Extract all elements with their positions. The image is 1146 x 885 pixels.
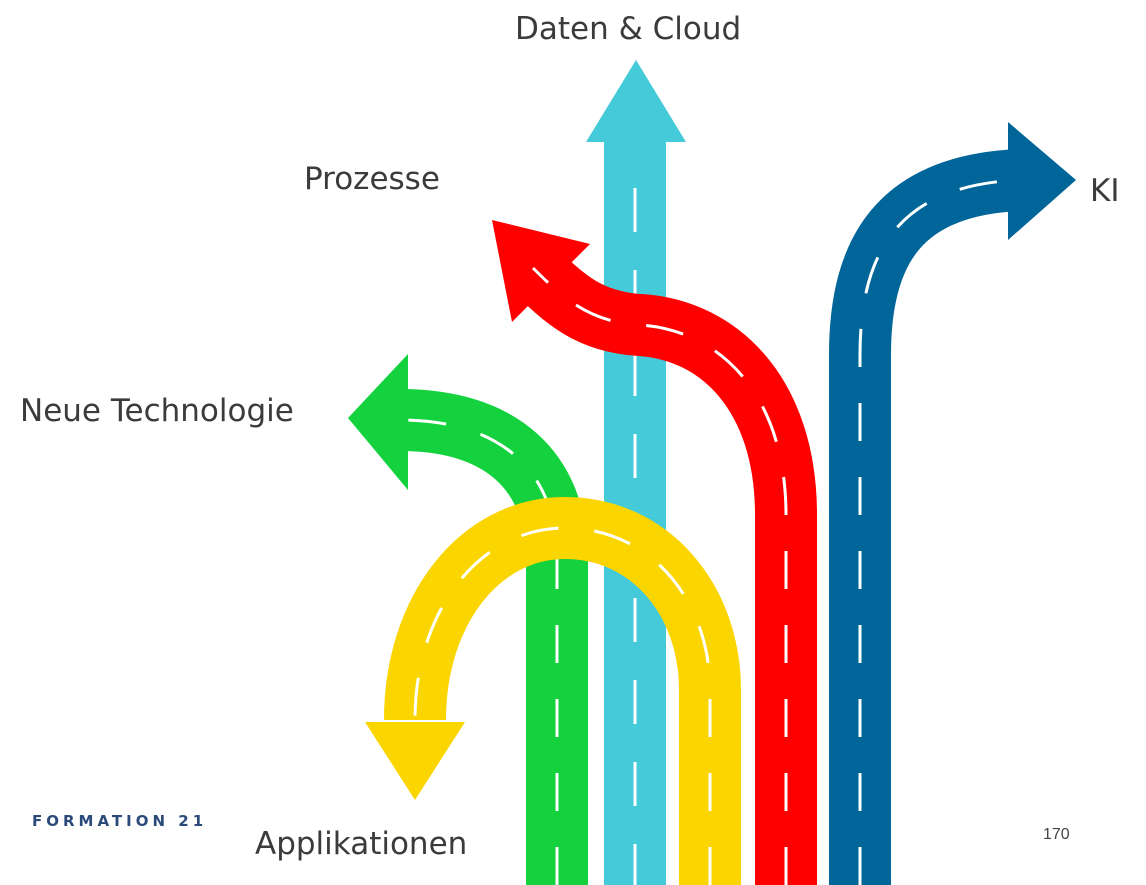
label-applikationen: Applikationen (255, 826, 468, 862)
label-neue-technologie: Neue Technologie (20, 393, 294, 429)
label-daten-cloud: Daten & Cloud (515, 11, 742, 47)
road-daten-cloud (586, 60, 686, 885)
road-prozesse (492, 220, 817, 885)
formation21-logo: FORMATION 21 (32, 812, 208, 830)
label-ki: KI (1090, 173, 1120, 209)
road-ki (829, 122, 1076, 885)
label-prozesse: Prozesse (304, 161, 440, 197)
road-applikationen (365, 496, 741, 885)
page-number: 170 (1043, 826, 1070, 843)
